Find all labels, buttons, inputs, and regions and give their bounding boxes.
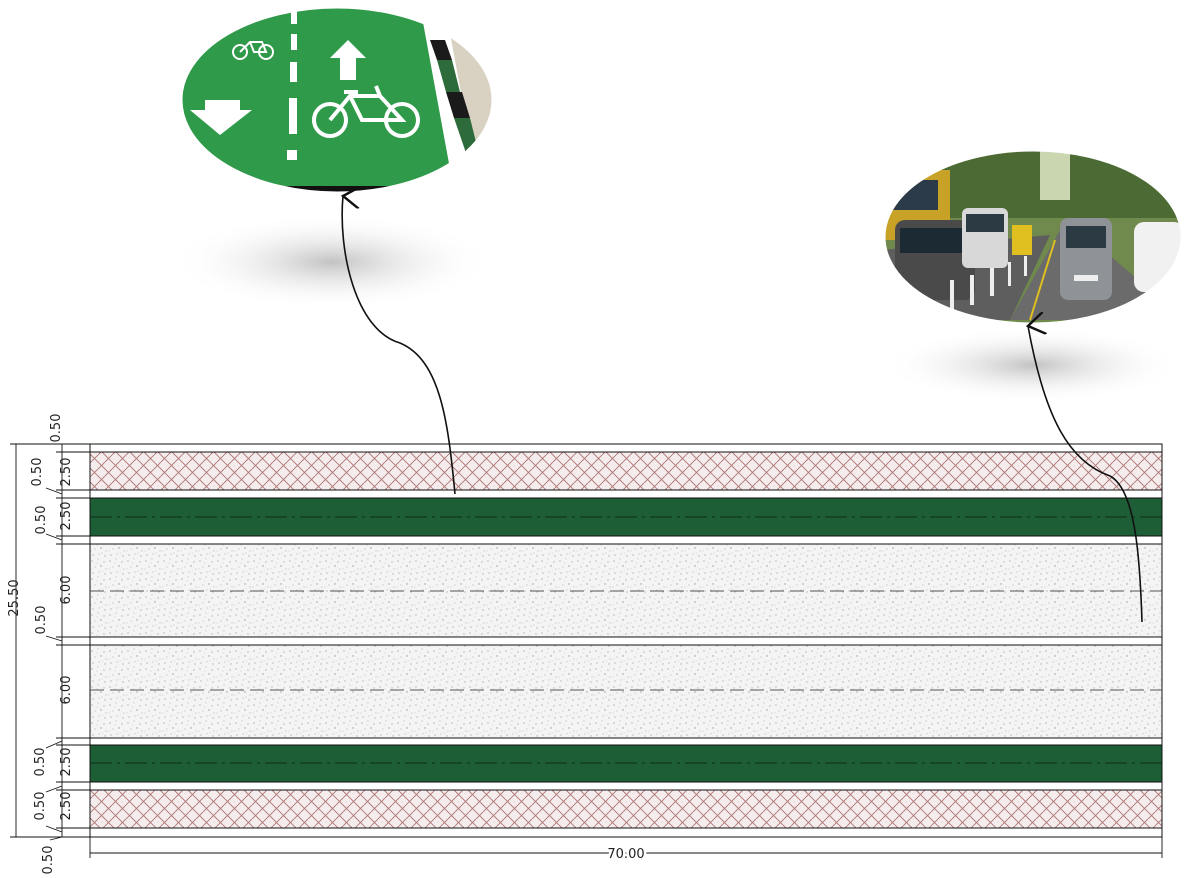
dim-total-height: 25.50 xyxy=(7,579,22,616)
median xyxy=(89,636,1163,646)
dim-row-buffer-3: 0.50 xyxy=(33,748,48,777)
bike-lane-photo-icon xyxy=(182,8,492,192)
buffer-bottom-1 xyxy=(89,737,1163,746)
bike-lane-photo-callout xyxy=(172,7,493,495)
sidewalk-bottom xyxy=(89,789,1163,829)
buffer-bottom-2 xyxy=(89,781,1163,791)
dim-row-bike-bottom: 2.50 xyxy=(59,748,74,777)
traffic-callout-arrow xyxy=(1028,326,1143,623)
dim-row-road-top: 6.00 xyxy=(59,576,74,605)
traffic-photo-shadow xyxy=(883,327,1183,403)
dim-row-median: 0.50 xyxy=(34,606,49,635)
dim-row-sidewalk-top: 2.50 xyxy=(59,458,74,487)
cross-section xyxy=(89,443,1163,838)
traffic-photo-callout xyxy=(883,150,1183,623)
traffic-street-photo-icon xyxy=(885,151,1181,323)
dim-row-edge-bottom: 0.50 xyxy=(41,846,56,875)
curb-top xyxy=(89,443,1163,453)
dimension-labels: 25.50 70.00 0.50 2.50 0.50 2.50 0.50 6.0… xyxy=(7,414,647,875)
dim-row-edge-top: 0.50 xyxy=(49,414,64,443)
bike-photo-frame xyxy=(181,7,493,193)
dim-row-road-bottom: 6.00 xyxy=(59,676,74,705)
dim-row-buffer-1: 0.50 xyxy=(30,458,45,487)
dim-row-buffer-2: 0.50 xyxy=(34,506,49,535)
buffer-top-1 xyxy=(89,489,1163,499)
dim-row-sidewalk-bottom: 2.50 xyxy=(59,792,74,821)
roadway-bottom xyxy=(89,644,1163,739)
dim-total-width: 70.00 xyxy=(607,847,644,862)
buffer-top-2 xyxy=(89,535,1163,545)
curb-bottom xyxy=(89,827,1163,838)
bike-photo-shadow xyxy=(172,214,492,310)
dimension-lines xyxy=(10,443,1163,858)
dim-row-bike-top: 2.50 xyxy=(59,502,74,531)
sidewalk-top xyxy=(89,451,1163,491)
dim-row-buffer-4: 0.50 xyxy=(33,792,48,821)
bike-callout-arrow xyxy=(342,196,456,495)
